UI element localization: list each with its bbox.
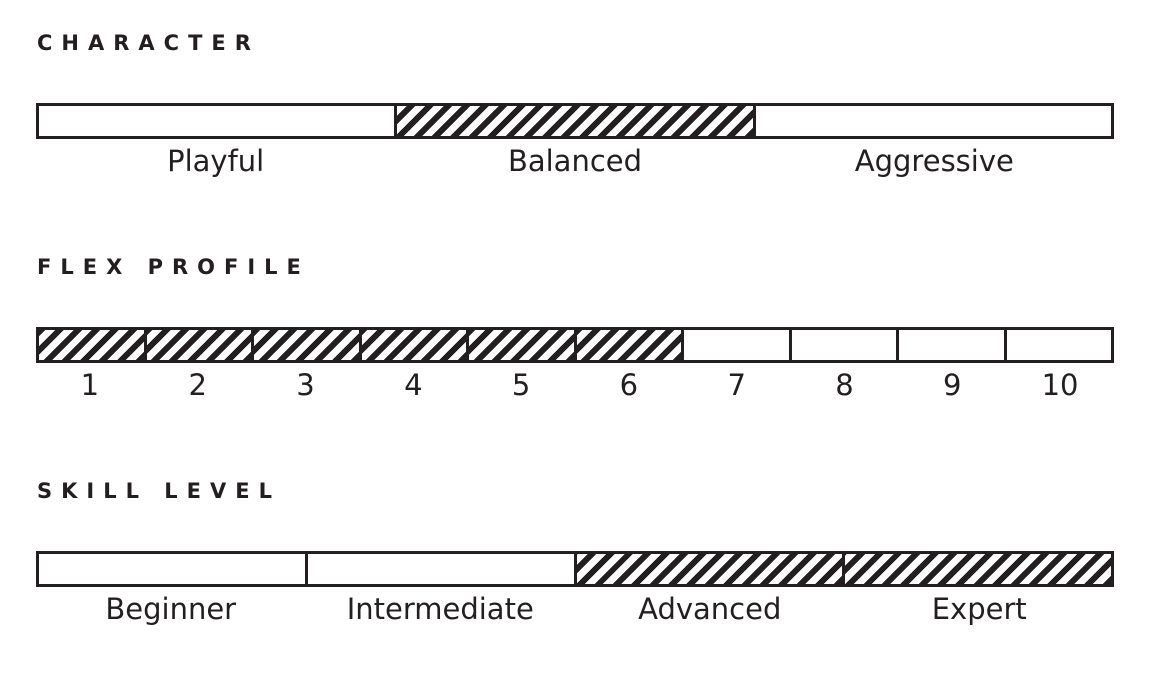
skill-label-beginner: Beginner — [105, 592, 237, 626]
character-label-aggressive: Aggressive — [854, 144, 1014, 178]
flex-segment-6 — [573, 330, 681, 360]
character-bar — [36, 103, 1114, 139]
flex-segment-10 — [1003, 330, 1111, 360]
flex-segment-4 — [358, 330, 466, 360]
flex-label-7: 7 — [727, 368, 746, 402]
skill-label-intermediate: Intermediate — [346, 592, 534, 626]
flex-segment-7 — [681, 330, 789, 360]
skill-segment-advanced — [573, 554, 843, 584]
skill-level-bar — [36, 551, 1114, 587]
skill-segment-intermediate — [304, 554, 574, 584]
flex-segment-2 — [143, 330, 251, 360]
flex-label-3: 3 — [296, 368, 315, 402]
skill-label-advanced: Advanced — [638, 592, 782, 626]
flex-profile-title: FLEX PROFILE — [37, 255, 310, 279]
flex-segment-1 — [39, 330, 144, 360]
character-label-playful: Playful — [167, 144, 265, 178]
skill-label-expert: Expert — [931, 592, 1027, 626]
character-segment-aggressive — [752, 106, 1111, 136]
flex-segment-8 — [788, 330, 896, 360]
flex-profile-bar — [36, 327, 1114, 363]
character-segment-balanced — [394, 106, 753, 136]
flex-label-9: 9 — [943, 368, 962, 402]
flex-label-8: 8 — [835, 368, 854, 402]
character-title: CHARACTER — [37, 31, 260, 55]
skill-segment-expert — [842, 554, 1111, 584]
flex-profile-labels: 1 2 3 4 5 6 7 8 9 10 — [36, 371, 1114, 400]
flex-label-1: 1 — [80, 368, 100, 402]
skill-level-labels: Beginner Intermediate Advanced Expert — [36, 595, 1114, 624]
flex-label-10: 10 — [1041, 368, 1079, 402]
flex-segment-5 — [466, 330, 574, 360]
flex-label-4: 4 — [404, 368, 423, 402]
flex-label-2: 2 — [188, 368, 207, 402]
skill-segment-beginner — [39, 554, 305, 584]
skill-level-title: SKILL LEVEL — [37, 479, 281, 503]
flex-segment-3 — [251, 330, 359, 360]
flex-label-5: 5 — [511, 368, 531, 402]
character-label-balanced: Balanced — [507, 144, 643, 178]
character-labels: Playful Balanced Aggressive — [36, 147, 1114, 176]
flex-segment-9 — [896, 330, 1004, 360]
flex-label-6: 6 — [619, 368, 639, 402]
character-segment-playful — [39, 106, 395, 136]
